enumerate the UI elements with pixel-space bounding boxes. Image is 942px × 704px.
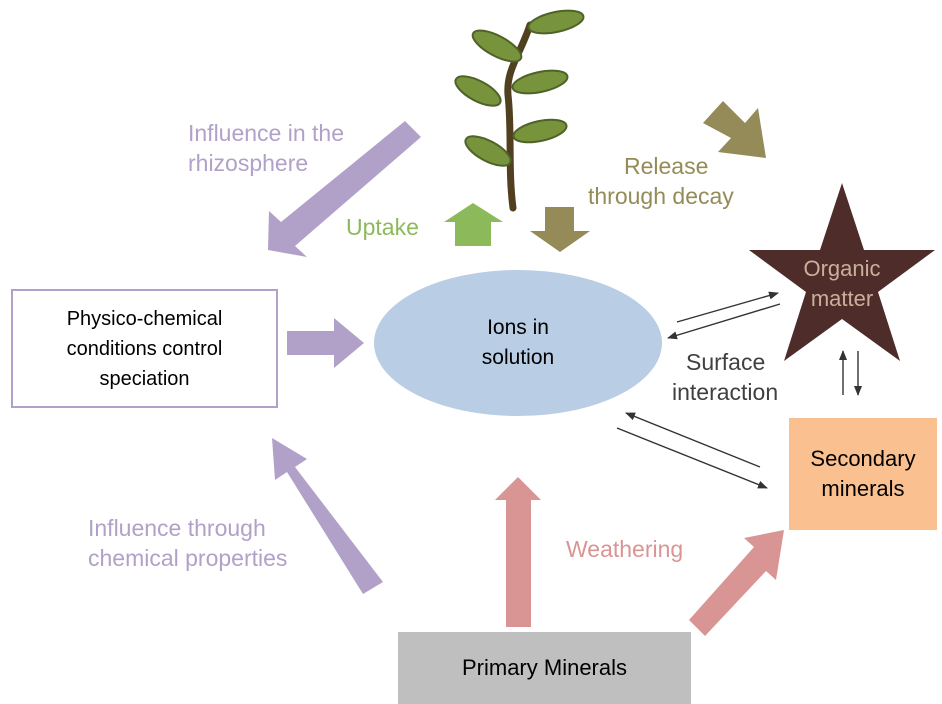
label-release: Release through decay	[588, 151, 778, 211]
organic-matter-star	[749, 183, 935, 361]
label-rhizosphere: Influence in the rhizosphere	[188, 118, 344, 178]
label-surface-interaction: Surface interaction	[672, 347, 796, 407]
secondary-line-1: Secondary	[810, 446, 916, 471]
release-line-1: Release	[624, 153, 709, 179]
label-chemical-properties: Influence through chemical properties	[88, 513, 287, 573]
primary-minerals-text: Primary Minerals	[461, 655, 628, 680]
surface-line-2: interaction	[672, 379, 779, 405]
chemical-line-1: Influence through	[88, 515, 266, 541]
physico-chemical-box: Physico-chemical conditions control spec…	[11, 289, 278, 408]
physico-line-3: speciation	[99, 367, 190, 390]
equilibrium-arrows	[616, 291, 862, 489]
arrow-release-down	[530, 207, 590, 252]
organic-line-1: Organic	[803, 256, 881, 281]
arrow-rhizosphere	[268, 121, 421, 257]
arrow-weathering-up	[495, 477, 541, 627]
arrow-uptake	[444, 203, 503, 246]
ions-line-2: solution	[481, 346, 555, 369]
arrow-decay	[703, 101, 766, 158]
rhizosphere-line-2: rhizosphere	[188, 150, 309, 176]
ions-ellipse	[374, 270, 662, 416]
ions-in-solution-label: Ions in solution	[430, 305, 606, 381]
arrow-chemical-properties	[272, 438, 383, 594]
arrow-weathering-diagonal	[689, 530, 784, 636]
organic-matter-label: Organic matter	[772, 254, 912, 314]
label-weathering: Weathering	[566, 536, 684, 562]
secondary-minerals-box: Secondary minerals	[789, 418, 937, 530]
surface-line-1: Surface	[686, 349, 766, 375]
physico-line-2: conditions control	[66, 337, 223, 360]
arrow-physico-to-ions	[287, 318, 364, 368]
chemical-line-2: chemical properties	[88, 545, 288, 571]
release-line-2: through decay	[588, 183, 734, 209]
plant-icon	[454, 9, 585, 212]
ions-line-1: Ions in	[487, 316, 549, 339]
label-uptake: Uptake	[346, 214, 419, 240]
secondary-line-2: minerals	[821, 476, 905, 501]
organic-line-2: matter	[810, 286, 874, 311]
physico-line-1: Physico-chemical	[66, 307, 223, 330]
rhizosphere-line-1: Influence in the	[188, 120, 345, 146]
primary-minerals-box: Primary Minerals	[398, 632, 691, 704]
